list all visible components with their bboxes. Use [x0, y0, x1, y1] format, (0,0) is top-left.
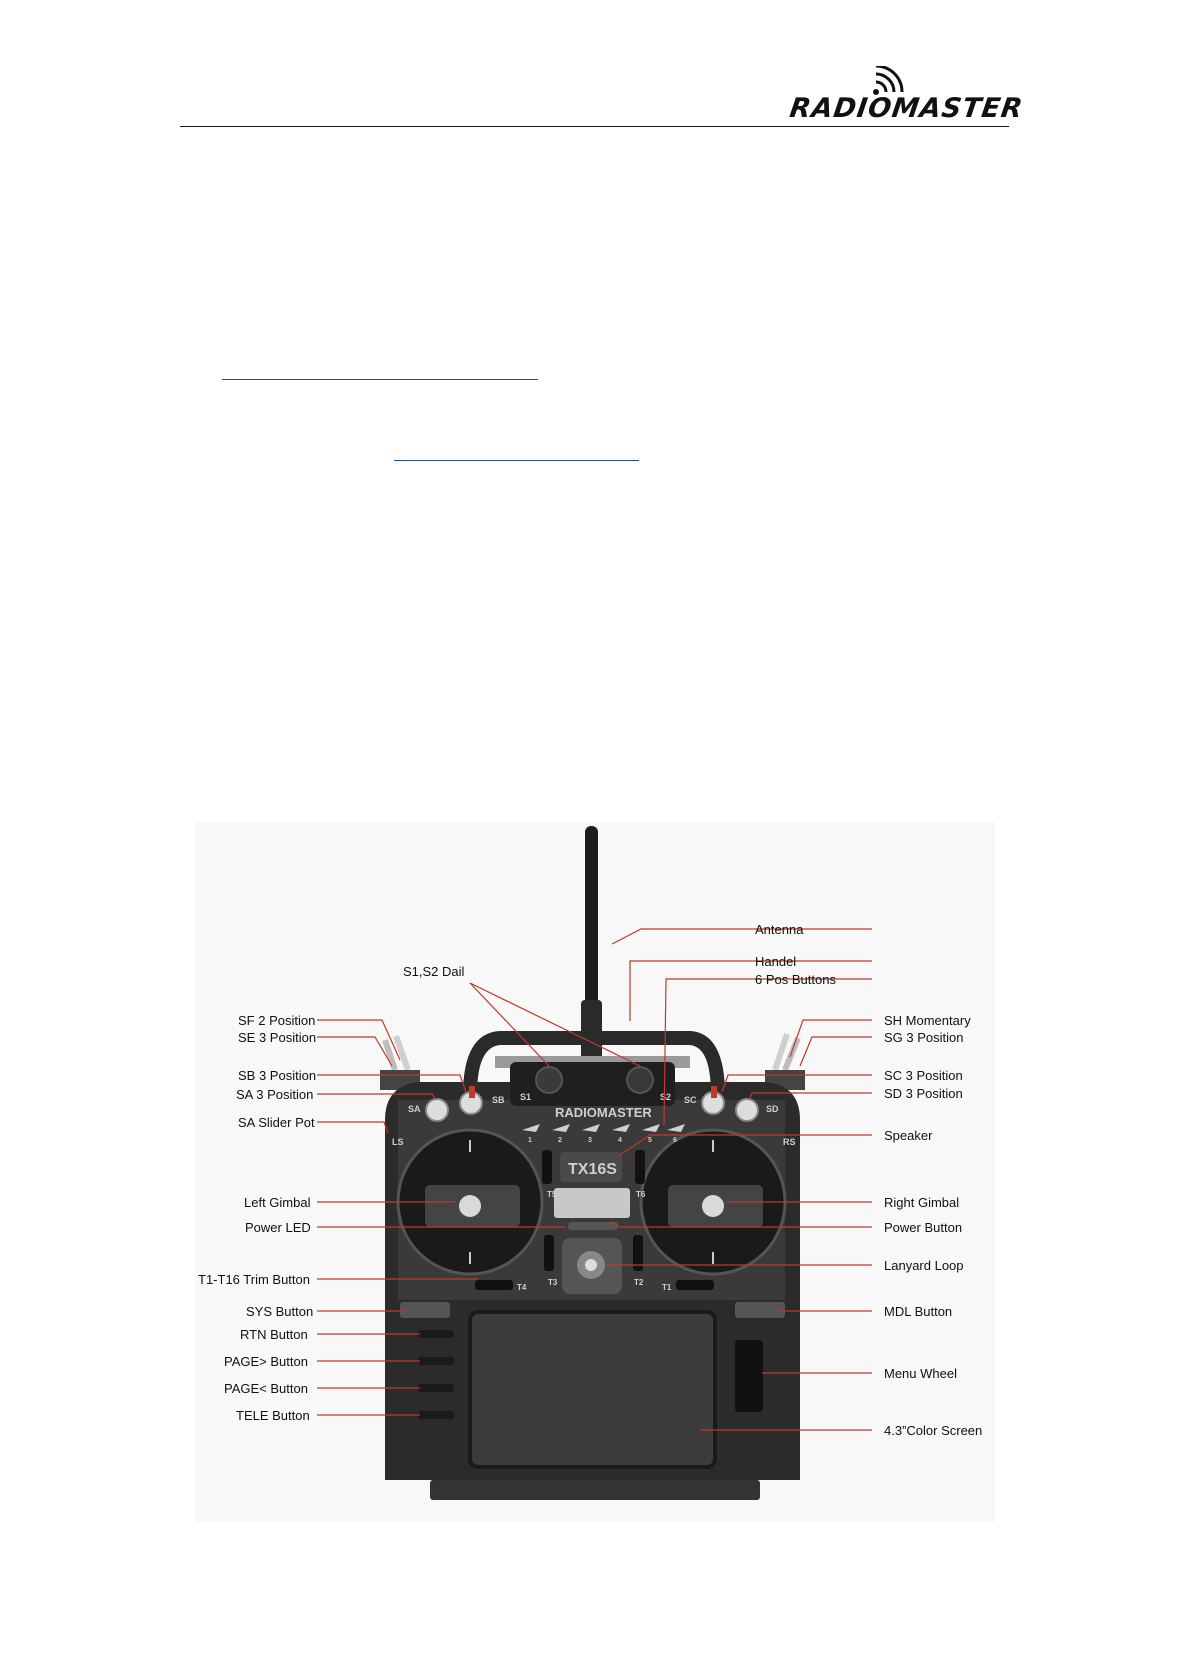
callout-page-prev-button: PAGE< Button: [224, 1381, 308, 1396]
callout-sys-button: SYS Button: [246, 1304, 314, 1319]
callout-handle: Handel: [755, 954, 797, 969]
right-gimbal[interactable]: [639, 1128, 787, 1276]
sc-label: SC: [684, 1095, 697, 1105]
pos-button-number: 1: [528, 1137, 532, 1144]
page-next-button[interactable]: [418, 1357, 454, 1365]
sb-label: SB: [492, 1095, 505, 1105]
callout-lines: [317, 928, 872, 1431]
callout-menu-wheel: Menu Wheel: [884, 1366, 957, 1381]
callout-power-led: Power LED: [245, 1220, 311, 1235]
s1-label: S1: [520, 1092, 531, 1102]
callout-color-screen: 4.3”Color Screen: [884, 1423, 983, 1438]
callout-lanyard-loop: Lanyard Loop: [884, 1258, 964, 1273]
callout-sf-2-position: SF 2 Position: [238, 1013, 316, 1028]
s2-dial[interactable]: [626, 1066, 654, 1094]
antenna: [581, 826, 602, 1076]
sa-label: SA: [408, 1104, 421, 1114]
callout-antenna: Antenna: [755, 922, 804, 937]
mdl-button[interactable]: [735, 1302, 785, 1318]
callout-s1-s2-dial: S1,S2 Dail: [403, 964, 465, 979]
trim-t3[interactable]: [544, 1235, 554, 1271]
rs-label: RS: [783, 1137, 796, 1147]
callout-trim-button: T1-T16 Trim Button: [198, 1272, 310, 1287]
sys-button[interactable]: [400, 1302, 450, 1318]
callout-sb-3-position: SB 3 Position: [238, 1068, 317, 1083]
trim-t6[interactable]: [635, 1150, 645, 1184]
radiomaster-logo: RADIOMASTER: [788, 66, 1030, 124]
callout-mdl-button: MDL Button: [884, 1304, 953, 1319]
callout-se-3-position: SE 3 Position: [238, 1030, 317, 1045]
speaker-grille: TX16S: [560, 1152, 622, 1182]
link-underline-2[interactable]: [394, 460, 639, 461]
s1-dial[interactable]: [535, 1066, 563, 1094]
t3-label: T3: [548, 1278, 558, 1287]
lower-face: [400, 1302, 785, 1469]
t4-label: T4: [517, 1283, 527, 1292]
link-underline-1[interactable]: [222, 379, 538, 380]
trim-t4[interactable]: [475, 1280, 513, 1290]
ls-label: LS: [392, 1137, 404, 1147]
callout-sg-3-position: SG 3 Position: [884, 1030, 964, 1045]
top-toggle-switches: SA SB SC SD LS RS: [392, 1086, 796, 1147]
top-dial-block: S1 S2 RADIOMASTER: [510, 1062, 675, 1120]
callout-left-gimbal: Left Gimbal: [244, 1195, 311, 1210]
left-gimbal[interactable]: [396, 1128, 544, 1276]
pos-button-number: 2: [558, 1137, 562, 1144]
callout-speaker: Speaker: [884, 1128, 933, 1143]
callout-sa-3-position: SA 3 Position: [236, 1087, 314, 1102]
trim-t1[interactable]: [676, 1280, 714, 1290]
power-led: [568, 1222, 618, 1230]
pos-button-number: 3: [588, 1137, 592, 1144]
callout-right-gimbal: Right Gimbal: [884, 1195, 960, 1210]
color-screen[interactable]: [468, 1310, 717, 1469]
tele-button[interactable]: [418, 1411, 454, 1419]
rtn-button[interactable]: [418, 1330, 454, 1338]
callout-page-next-button: PAGE> Button: [224, 1354, 308, 1369]
t1-label: T1: [662, 1283, 672, 1292]
pos-button-number: 6: [673, 1137, 677, 1144]
six-pos-buttons: [522, 1124, 685, 1132]
callout-sd-3-position: SD 3 Position: [884, 1086, 963, 1101]
t6-label: T6: [636, 1190, 646, 1199]
header-divider: [180, 126, 1009, 127]
panel-brand: RADIOMASTER: [555, 1105, 652, 1120]
page-prev-button[interactable]: [418, 1384, 454, 1392]
pos-button-number: 4: [618, 1137, 622, 1144]
callout-sc-3-position: SC 3 Position: [884, 1068, 963, 1083]
signal-waves-icon: [873, 66, 904, 95]
pos-button-number: 5: [648, 1137, 652, 1144]
trim-t5[interactable]: [542, 1150, 552, 1184]
t5-label: T5: [547, 1190, 557, 1199]
menu-wheel[interactable]: [735, 1340, 763, 1412]
callout-rtn-button: RTN Button: [240, 1327, 308, 1342]
center-panel: [554, 1188, 630, 1294]
s2-label: S2: [660, 1092, 671, 1102]
callout-6-pos-buttons: 6 Pos Buttons: [755, 972, 836, 987]
trim-buttons: T5 T6 T3 T2 T4 T1: [475, 1150, 714, 1292]
callout-sh-momentary: SH Momentary: [884, 1013, 971, 1028]
callout-sa-slider-pot: SA Slider Pot: [238, 1115, 315, 1130]
t2-label: T2: [634, 1278, 644, 1287]
callout-tele-button: TELE Button: [236, 1408, 310, 1423]
trim-t2[interactable]: [633, 1235, 643, 1271]
callout-power-button: Power Button: [884, 1220, 963, 1235]
sd-label: SD: [766, 1104, 779, 1114]
model-badge: TX16S: [568, 1161, 617, 1178]
switch-sa[interactable]: [425, 1098, 449, 1122]
switch-sd[interactable]: [735, 1098, 759, 1122]
